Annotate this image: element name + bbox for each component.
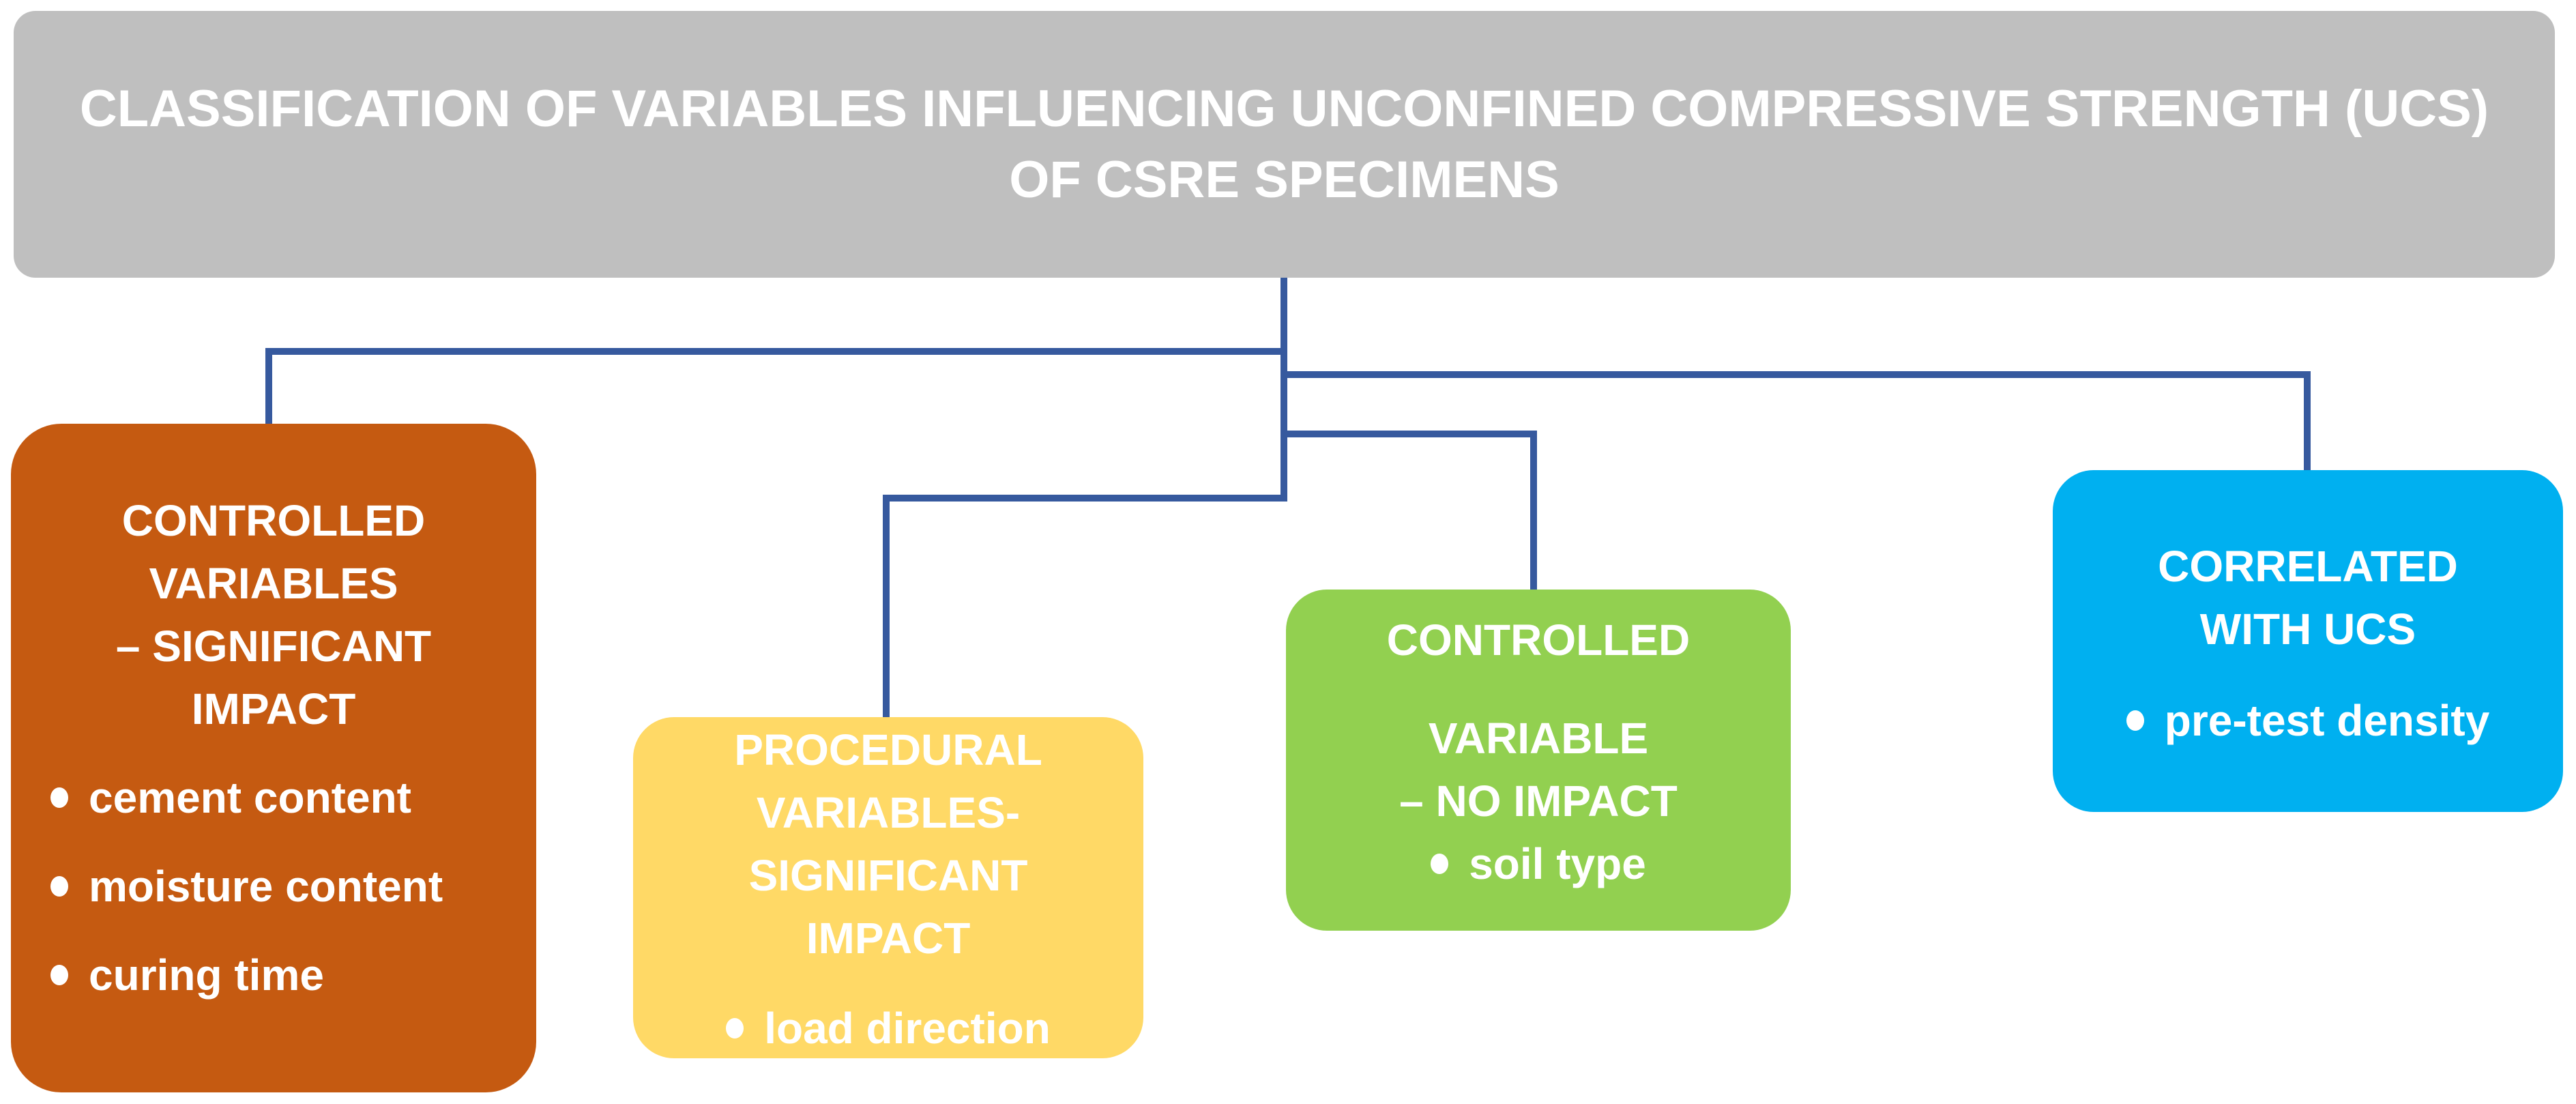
bullet-label: load direction — [764, 1004, 1051, 1053]
heading-line: PROCEDURAL — [734, 725, 1042, 774]
connector-to-correlated-h — [1287, 371, 2311, 378]
bullet-list: cement content moisture content curing t… — [11, 766, 536, 1006]
connector-to-correlated-drop — [2304, 371, 2311, 471]
box-procedural-variables-significant-impact: PROCEDURAL VARIABLES- SIGNIFICANT IMPACT… — [633, 717, 1143, 1058]
bullet-list: soil type — [1286, 832, 1791, 895]
title-line-2: OF CSRE SPECIMENS — [1009, 150, 1560, 209]
connector-to-no-impact-drop — [1530, 431, 1537, 590]
bullet-dot-icon — [1431, 854, 1449, 874]
title-box: CLASSIFICATION OF VARIABLES INFLUENCING … — [14, 11, 2555, 278]
box-controlled-variable-no-impact: CONTROLLED VARIABLE – NO IMPACT soil typ… — [1286, 590, 1791, 931]
box-correlated-with-ucs: CORRELATED WITH UCS pre-test density — [2053, 470, 2563, 812]
bullet-label: soil type — [1469, 839, 1646, 888]
connector-to-procedural-h — [883, 495, 1287, 502]
connector-to-no-impact-h — [1287, 431, 1537, 437]
heading-line: – SIGNIFICANT — [115, 622, 432, 671]
bullet-dot-icon — [2126, 710, 2144, 731]
bullet-dot-icon — [50, 965, 68, 985]
heading-line: – NO IMPACT — [1399, 776, 1678, 826]
heading-line: CORRELATED — [2158, 542, 2458, 591]
box-heading: CORRELATED WITH UCS — [2053, 535, 2563, 660]
heading-line: CONTROLLED — [121, 496, 426, 545]
heading-line: IMPACT — [806, 914, 971, 963]
bullet-label: curing time — [89, 950, 324, 1000]
list-item: pre-test density — [2053, 689, 2563, 752]
title-line-1: CLASSIFICATION OF VARIABLES INFLUENCING … — [79, 79, 2489, 138]
heading-line: VARIABLES- — [756, 788, 1021, 837]
heading-line: VARIABLES — [149, 559, 398, 608]
connector-to-controlled-significant-drop — [265, 348, 272, 424]
heading-line: WITH UCS — [2199, 605, 2416, 654]
heading-line: VARIABLE — [1428, 714, 1649, 763]
bullet-list: load direction — [633, 997, 1143, 1060]
heading-line: SIGNIFICANT — [748, 851, 1028, 900]
list-item: cement content — [50, 766, 523, 829]
box-heading: CONTROLLED VARIABLES – SIGNIFICANT IMPAC… — [11, 489, 536, 740]
bullet-dot-icon — [726, 1018, 744, 1038]
box-heading: PROCEDURAL VARIABLES- SIGNIFICANT IMPACT — [633, 718, 1143, 970]
heading-line: CONTROLLED — [1386, 615, 1690, 665]
list-item: soil type — [1286, 832, 1791, 895]
box-controlled-variables-significant-impact: CONTROLLED VARIABLES – SIGNIFICANT IMPAC… — [11, 424, 536, 1092]
connector-trunk — [1280, 278, 1287, 501]
list-item: curing time — [50, 944, 523, 1006]
bullet-dot-icon — [50, 876, 68, 897]
heading-line: IMPACT — [191, 684, 356, 733]
bullet-label: pre-test density — [2164, 696, 2490, 745]
bullet-list: pre-test density — [2053, 689, 2563, 752]
connector-to-controlled-significant-h — [265, 348, 1287, 355]
bullet-label: moisture content — [89, 862, 443, 911]
list-item: load direction — [633, 997, 1143, 1060]
connector-to-procedural-drop — [883, 495, 890, 718]
bullet-dot-icon — [50, 787, 68, 808]
box-heading: CONTROLLED VARIABLE – NO IMPACT — [1286, 609, 1791, 832]
title-text: CLASSIFICATION OF VARIABLES INFLUENCING … — [80, 74, 2489, 216]
bullet-label: cement content — [89, 773, 411, 822]
list-item: moisture content — [50, 855, 523, 918]
